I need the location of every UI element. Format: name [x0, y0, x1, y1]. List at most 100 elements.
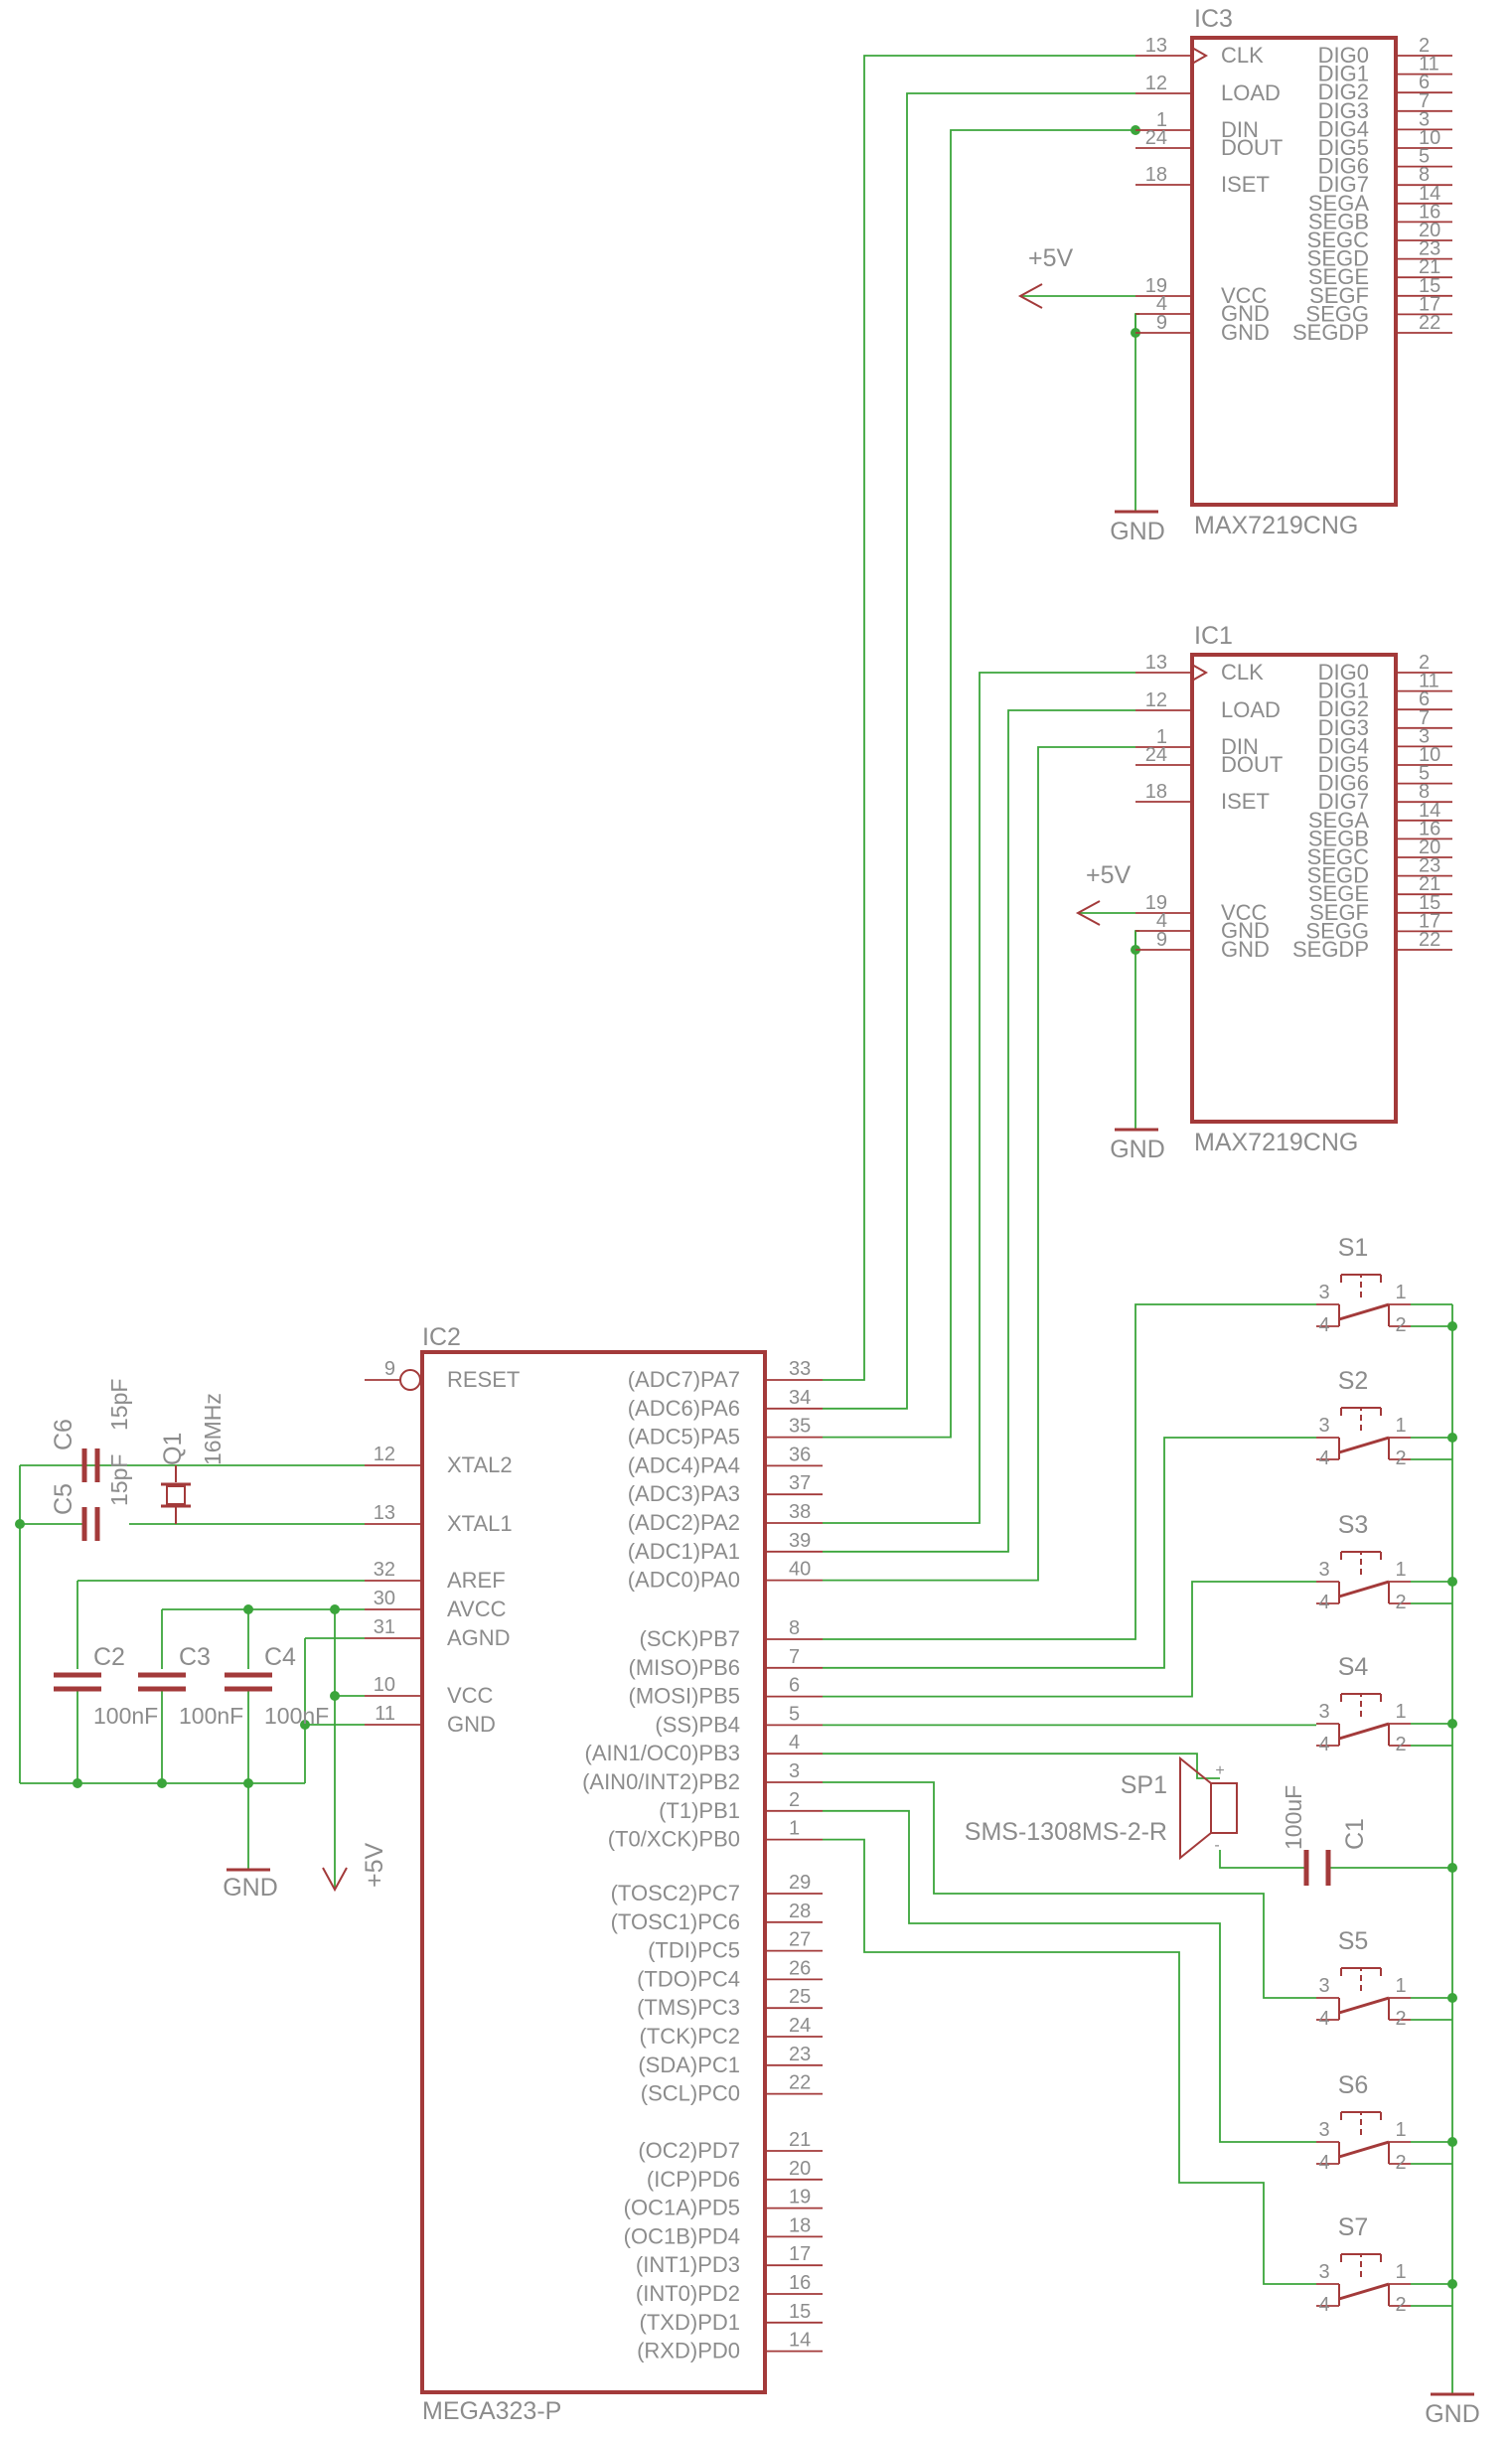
- crystal-body: [166, 1485, 186, 1505]
- wire-junction: [1447, 1433, 1457, 1443]
- switch-ref: S4: [1338, 1653, 1369, 1681]
- ic1-pin-name: SEGB: [1308, 826, 1369, 850]
- ic3-pin-number: 4: [1156, 293, 1167, 315]
- switch-pin-number: 4: [1318, 2008, 1329, 2030]
- ic3-pin-number: 2: [1419, 35, 1430, 57]
- ic1-pin-number: 11: [1419, 671, 1439, 692]
- ic3-pin-number: 24: [1145, 127, 1167, 149]
- ic2-pin-number: 2: [789, 1789, 800, 1811]
- wire-segment: [1134, 930, 1139, 1130]
- vcc-label: +5V: [1028, 244, 1074, 272]
- ic1-pin-number: 16: [1419, 818, 1440, 839]
- ic2-pin-number: 5: [789, 1703, 800, 1725]
- ic1-pin-name: DOUT: [1221, 752, 1283, 777]
- speaker-ref: SP1: [1121, 1771, 1167, 1799]
- switch-pin-number: 3: [1318, 2261, 1329, 2283]
- switch-pin-number: 1: [1395, 1415, 1406, 1437]
- ic1-pin-number: 21: [1419, 873, 1440, 895]
- gnd-label: GND: [1425, 2400, 1480, 2428]
- ic3-pin-name: LOAD: [1221, 80, 1281, 105]
- ic3-pin-name: DIG6: [1318, 154, 1369, 179]
- ic3-body: [1190, 36, 1398, 507]
- ic2-pin-name: (TXD)PD1: [640, 2310, 740, 2335]
- wire-segment: [823, 672, 1135, 1524]
- ic1-pin-name: SEGF: [1309, 900, 1369, 925]
- ic2-pin-number: 12: [374, 1444, 395, 1465]
- ic2-pin-name: XTAL2: [447, 1452, 513, 1477]
- ic3-pin-number: 13: [1145, 35, 1167, 57]
- ic3-pin-name: DIG4: [1318, 116, 1369, 141]
- ic2-pin-number: 25: [789, 1986, 811, 2008]
- wire-segment: [823, 709, 1135, 1553]
- wire-segment: [823, 1437, 1316, 1669]
- ic1-pin-number: 18: [1145, 781, 1167, 803]
- vcc-label: +5V: [361, 1842, 388, 1888]
- ic1-pin-name: ISET: [1221, 789, 1270, 814]
- ic2-pin-number: 22: [789, 2072, 811, 2094]
- ic2-pin-number: 34: [789, 1387, 811, 1409]
- ic1-pin-name: DIG3: [1318, 715, 1369, 740]
- switch-ref: S3: [1338, 1511, 1369, 1539]
- ic1-pin-name: SEGA: [1308, 808, 1369, 833]
- switch-pin-number: 2: [1395, 2294, 1406, 2316]
- ic1-pin-number: 1: [1156, 726, 1167, 748]
- switch-lever: [1338, 1722, 1390, 1741]
- ic3-pin-number: 1: [1156, 109, 1167, 131]
- clock-edge-marker: [1191, 664, 1209, 682]
- ic1-pin-number: 7: [1419, 707, 1430, 729]
- switch-lever: [1338, 1996, 1390, 2015]
- ic3-pin-name: SEGB: [1308, 209, 1369, 233]
- ic1-pin-name: DIN: [1221, 734, 1259, 759]
- switch-pin-number: 3: [1318, 1415, 1329, 1437]
- ic2-pin-name: (ADC3)PA3: [628, 1481, 740, 1506]
- ic1-pin-number: 12: [1145, 689, 1167, 711]
- switch-pin-number: 4: [1318, 2294, 1329, 2316]
- wires: [15, 55, 1457, 2394]
- vcc-arrow: [1075, 900, 1101, 926]
- ic3-pin-name: DIG0: [1318, 43, 1369, 68]
- ic2-pin-name: (ADC2)PA2: [628, 1510, 740, 1535]
- ic3-pin-number: 9: [1156, 312, 1167, 334]
- ic3-pin-name: DIN: [1221, 117, 1259, 142]
- ic2-pin-name: (ADC6)PA6: [628, 1396, 740, 1421]
- ic1-pin-number: 23: [1419, 855, 1440, 877]
- ic2-pin-name: (OC2)PD7: [638, 2138, 740, 2163]
- wire-segment: [823, 1838, 1316, 2285]
- ic3-pin-name: SEGE: [1308, 264, 1369, 289]
- ic3-pin-name: DOUT: [1221, 135, 1283, 160]
- ic1-pin-name: DIG5: [1318, 752, 1369, 777]
- ic1-pin-number: 17: [1419, 910, 1440, 932]
- switch-lever: [1338, 1436, 1390, 1454]
- switch-lever: [1338, 1580, 1390, 1599]
- ic3-pin-name: DIG3: [1318, 98, 1369, 123]
- ic2-pin-number: 8: [789, 1617, 800, 1639]
- ic1-pin-number: 10: [1419, 744, 1440, 766]
- ic2-pin-name: (AIN1/OC0)PB3: [585, 1741, 741, 1765]
- cap-value: 100nF: [264, 1703, 329, 1729]
- ic2-pin-name: RESET: [447, 1367, 520, 1392]
- ic2-pin-number: 30: [374, 1588, 395, 1609]
- ic2-pin-name: (AIN0/INT2)PB2: [582, 1769, 740, 1794]
- ic2-pin-name: VCC: [447, 1683, 494, 1708]
- ic2-pin-name: (MISO)PB6: [629, 1655, 740, 1680]
- ic3-pin-number: 22: [1419, 312, 1440, 334]
- ic2-pin-name: (ADC5)PA5: [628, 1425, 740, 1449]
- switch-ref: S6: [1338, 2071, 1369, 2099]
- ic2-pin-number: 36: [789, 1444, 811, 1465]
- wire-segment: [823, 1809, 1316, 2143]
- ic3-pin-name: DIG2: [1318, 79, 1369, 104]
- ic2-pin-number: 23: [789, 2044, 811, 2065]
- clock-edge-marker: [1191, 47, 1209, 65]
- ic1-pin-name: SEGG: [1305, 918, 1369, 943]
- switch-ref: S5: [1338, 1927, 1369, 1955]
- ic1-ref: IC1: [1194, 622, 1233, 650]
- ic2-pin-name: (SCL)PC0: [641, 2081, 740, 2106]
- ic1-pin-name: DIG0: [1318, 660, 1369, 685]
- switch-pin-number: 2: [1395, 1447, 1406, 1469]
- switch-pin-number: 4: [1318, 2152, 1329, 2174]
- switch-pin-number: 2: [1395, 2008, 1406, 2030]
- switch-pin-number: 1: [1395, 2261, 1406, 2283]
- ic3-pin-number: 23: [1419, 238, 1440, 260]
- ic2-pin-name: GND: [447, 1712, 496, 1737]
